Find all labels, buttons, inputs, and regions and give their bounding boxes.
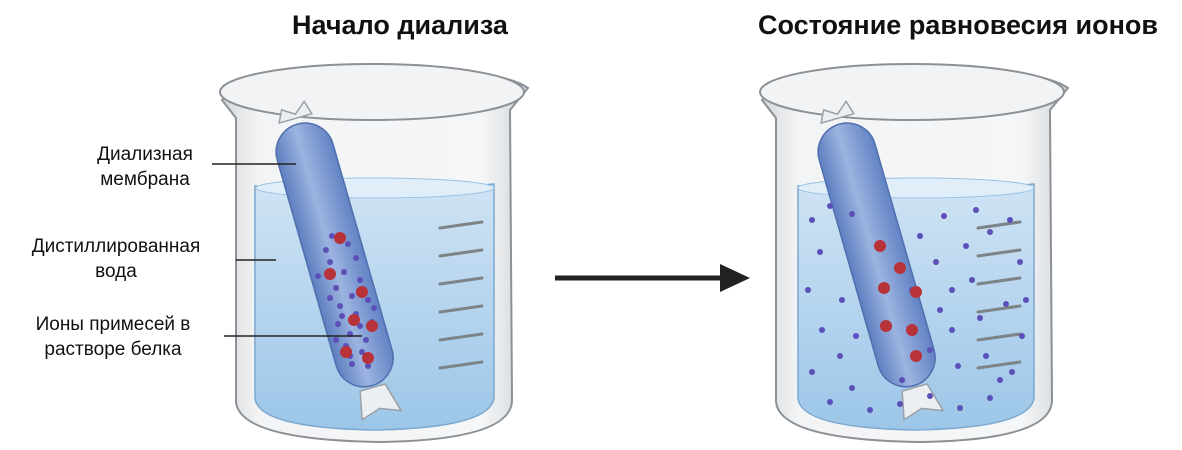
protein-molecule	[334, 232, 346, 244]
impurity-ion	[927, 393, 933, 399]
impurity-ion	[927, 347, 933, 353]
impurity-ion	[957, 405, 963, 411]
impurity-ion	[365, 297, 371, 303]
protein-molecule	[878, 282, 890, 294]
impurity-ion	[1017, 259, 1023, 265]
beaker-rim-left	[220, 64, 524, 120]
impurity-ion	[809, 217, 815, 223]
impurity-ion	[937, 307, 943, 313]
arrow-right-icon	[555, 264, 750, 292]
impurity-ion	[949, 327, 955, 333]
impurity-ion	[987, 229, 993, 235]
impurity-ion	[1019, 333, 1025, 339]
beaker-icon-left	[220, 64, 528, 442]
protein-molecule	[340, 346, 352, 358]
impurity-ion	[899, 377, 905, 383]
impurity-ion	[371, 305, 377, 311]
impurity-ion	[839, 297, 845, 303]
impurity-ion	[333, 285, 339, 291]
impurity-ion	[1023, 297, 1029, 303]
protein-molecule	[366, 320, 378, 332]
protein-molecule	[362, 352, 374, 364]
protein-molecule	[906, 324, 918, 336]
impurity-ion	[323, 247, 329, 253]
beaker-icon-right	[760, 64, 1068, 442]
impurity-ion	[867, 407, 873, 413]
impurity-ion	[337, 303, 343, 309]
impurity-ion	[353, 255, 359, 261]
impurity-ion	[827, 203, 833, 209]
impurity-ion	[949, 287, 955, 293]
impurity-ion	[1009, 369, 1015, 375]
protein-molecule	[880, 320, 892, 332]
impurity-ion	[809, 369, 815, 375]
impurity-ion	[849, 211, 855, 217]
impurity-ion	[997, 377, 1003, 383]
impurity-ion	[1003, 301, 1009, 307]
impurity-ion	[345, 241, 351, 247]
impurity-ion	[983, 353, 989, 359]
impurity-ion	[849, 385, 855, 391]
beaker-rim-right	[760, 64, 1064, 120]
impurity-ion	[837, 353, 843, 359]
impurity-ion	[897, 401, 903, 407]
impurity-ion	[827, 399, 833, 405]
protein-molecule	[348, 314, 360, 326]
protein-molecule	[324, 268, 336, 280]
impurity-ion	[339, 313, 345, 319]
impurity-ion	[941, 213, 947, 219]
impurity-ion	[327, 295, 333, 301]
impurity-ion	[977, 315, 983, 321]
impurity-ion	[819, 327, 825, 333]
impurity-ion	[933, 259, 939, 265]
impurity-ion	[1007, 217, 1013, 223]
impurity-ion	[955, 363, 961, 369]
impurity-ion	[805, 287, 811, 293]
protein-molecule	[356, 286, 368, 298]
impurity-ion	[817, 249, 823, 255]
impurity-ion	[973, 207, 979, 213]
impurity-ion	[969, 277, 975, 283]
impurity-ion	[341, 269, 347, 275]
impurity-ion	[335, 321, 341, 327]
impurity-ion	[333, 337, 339, 343]
impurity-ion	[327, 259, 333, 265]
impurity-ion	[363, 337, 369, 343]
protein-molecule	[910, 350, 922, 362]
protein-molecule	[874, 240, 886, 252]
impurity-ion	[349, 293, 355, 299]
protein-molecule	[910, 286, 922, 298]
impurity-ion	[963, 243, 969, 249]
protein-molecule	[894, 262, 906, 274]
impurity-ion	[853, 333, 859, 339]
impurity-ion	[315, 273, 321, 279]
impurity-ion	[987, 395, 993, 401]
impurity-ion	[349, 361, 355, 367]
impurity-ion	[357, 277, 363, 283]
impurity-ion	[917, 233, 923, 239]
